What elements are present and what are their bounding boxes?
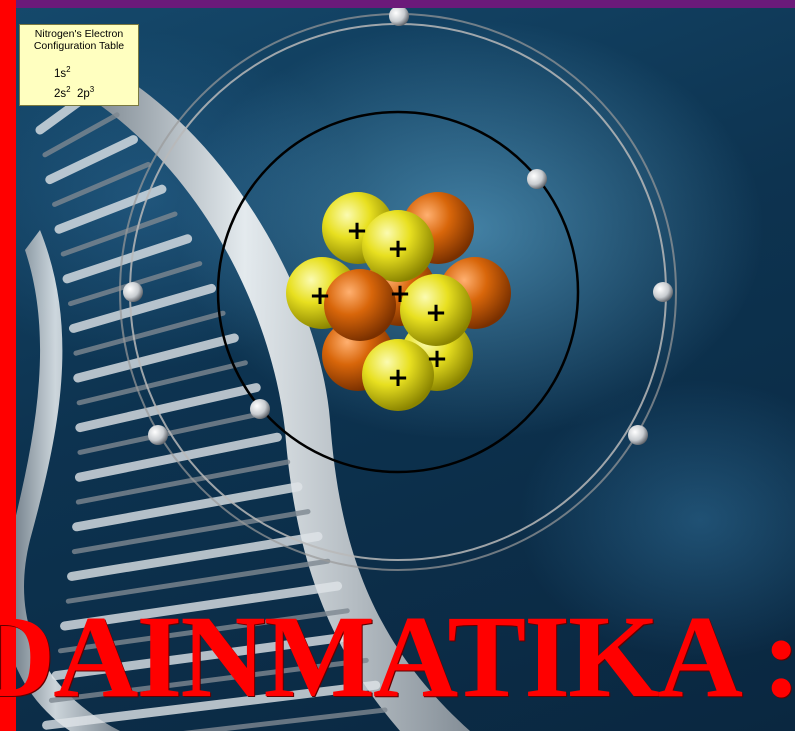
helix-rung [60, 581, 343, 631]
atom-nucleus: + + + + + + + [286, 192, 511, 411]
proton-charge: + [309, 281, 331, 311]
electron-icon [250, 399, 270, 419]
shell-exponent: 2 [66, 85, 71, 94]
electron-icon [389, 6, 409, 26]
electrons [123, 6, 673, 445]
shell-label: 2s [54, 87, 67, 100]
helix-rung [72, 482, 303, 532]
helix-rung [48, 657, 369, 703]
proton-charge: + [389, 279, 411, 309]
helix-rung [183, 707, 388, 731]
helix-rung [65, 558, 331, 604]
config-row-1: 1s2 [54, 65, 71, 80]
proton-charge: + [387, 234, 409, 264]
helix-rung [62, 234, 193, 284]
helix-rung [73, 310, 226, 356]
config-table-title-2: Configuration Table [33, 40, 125, 52]
electron-icon [653, 282, 673, 302]
helix-rung [71, 509, 311, 555]
shell-label: 1s [54, 67, 67, 80]
shell-exponent: 3 [89, 85, 95, 94]
top-accent-bar [0, 0, 795, 8]
helix-rung [74, 432, 282, 482]
helix-rung [73, 333, 239, 383]
proton-charge: + [346, 216, 368, 246]
proton-charge: + [425, 298, 447, 328]
helix-rung [75, 383, 261, 433]
helix-rung [51, 631, 362, 681]
helix-rung [76, 360, 248, 406]
helix-rung [42, 112, 120, 158]
helix-rung [42, 680, 381, 730]
helix-rung [54, 184, 167, 234]
proton-charge: + [387, 363, 409, 393]
helix-rung [75, 459, 291, 505]
electron-icon [123, 282, 143, 302]
config-row-2: 2s2 2p3 [54, 85, 94, 100]
helix-rung [60, 211, 178, 257]
electron-icon [628, 425, 648, 445]
helix-rung [57, 608, 350, 654]
headline-title: DAINMATIKA : [0, 591, 795, 722]
helix-rung [52, 161, 151, 207]
config-table-title-1: Nitrogen's Electron [34, 28, 124, 40]
shell-label: 2p [77, 87, 90, 100]
helix-rung [45, 135, 138, 185]
electron-icon [527, 169, 547, 189]
helix-rung [68, 283, 217, 333]
proton-charge: + [426, 344, 448, 374]
shell-exponent: 2 [66, 65, 71, 74]
helix-rung [77, 409, 270, 455]
left-accent-bar [0, 0, 16, 731]
electron-configuration-table: Nitrogen's Electron Configuration Table … [19, 24, 139, 106]
electron-icon [148, 425, 168, 445]
